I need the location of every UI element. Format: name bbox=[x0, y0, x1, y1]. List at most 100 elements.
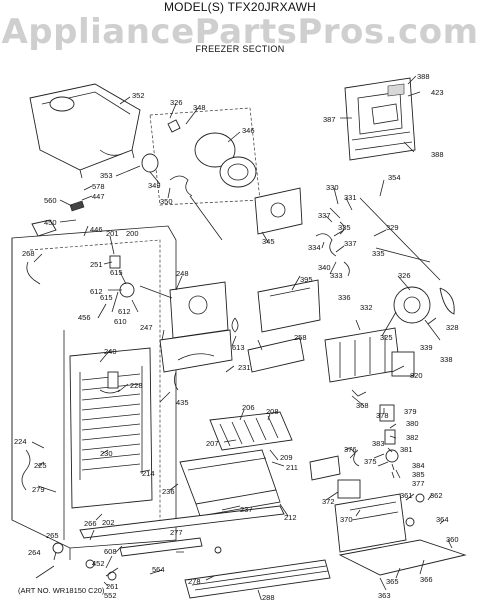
part-label: 236 bbox=[162, 487, 175, 496]
part-label: 214 bbox=[142, 469, 155, 478]
part-label: 360 bbox=[446, 535, 459, 544]
part-label: 266 bbox=[84, 519, 97, 528]
ice-bucket bbox=[29, 83, 141, 179]
part-label: 564 bbox=[152, 565, 165, 574]
part-label: 329 bbox=[386, 223, 399, 232]
part-label: 352 bbox=[132, 91, 145, 100]
part-label: 279 bbox=[32, 485, 45, 494]
part-label: 370 bbox=[340, 515, 353, 524]
part-label: 326 bbox=[398, 271, 411, 280]
part-label: 379 bbox=[404, 407, 417, 416]
part-label: 339 bbox=[420, 343, 433, 352]
part-label: 331 bbox=[344, 193, 357, 202]
auger-motor-assembly bbox=[141, 107, 261, 241]
part-label: 388 bbox=[431, 150, 444, 159]
part-label: 450 bbox=[44, 218, 57, 227]
control-board bbox=[254, 187, 441, 281]
part-label: 365 bbox=[386, 577, 399, 586]
part-label: 258 bbox=[294, 333, 307, 342]
part-label: 237 bbox=[240, 505, 253, 514]
part-label: 268 bbox=[22, 249, 35, 258]
freezer-cabinet-outline bbox=[11, 225, 177, 560]
part-label: 615 bbox=[100, 293, 113, 302]
part-label: 361 bbox=[400, 491, 413, 500]
part-label: 377 bbox=[412, 479, 425, 488]
part-label: 338 bbox=[440, 355, 453, 364]
part-label: 336 bbox=[338, 293, 351, 302]
part-label: 337 bbox=[344, 239, 357, 248]
evaporator-cover bbox=[247, 279, 321, 373]
part-label: 224 bbox=[14, 437, 27, 446]
part-label: 333 bbox=[330, 271, 343, 280]
part-label: 382 bbox=[406, 433, 419, 442]
site-watermark: AppliancePartsPros.com bbox=[1, 12, 479, 52]
part-label: 363 bbox=[378, 591, 391, 600]
fan-motor-assembly bbox=[393, 286, 455, 341]
part-label: 349 bbox=[148, 181, 161, 190]
part-label: 348 bbox=[193, 103, 206, 112]
bottom-rails bbox=[52, 505, 331, 599]
part-label: 395 bbox=[300, 275, 313, 284]
ice-maker bbox=[324, 327, 415, 397]
part-label: 446 bbox=[90, 225, 103, 234]
part-label: 330 bbox=[326, 183, 339, 192]
part-label: 447 bbox=[92, 192, 105, 201]
part-label: 610 bbox=[114, 317, 127, 326]
part-label: 240 bbox=[104, 347, 117, 356]
left-small-parts bbox=[26, 200, 135, 313]
part-label: 608 bbox=[104, 547, 117, 556]
part-label: 350 bbox=[160, 197, 173, 206]
part-label: 325 bbox=[380, 333, 393, 342]
damper-fan-assembly bbox=[139, 281, 239, 391]
dispenser-housing bbox=[344, 77, 416, 161]
part-label: 208 bbox=[266, 407, 279, 416]
part-label: 552 bbox=[104, 591, 117, 600]
part-label: 380 bbox=[406, 419, 419, 428]
part-label: 372 bbox=[322, 497, 335, 506]
part-label: 231 bbox=[238, 363, 251, 372]
part-label: 384 bbox=[412, 461, 425, 470]
part-label: 615 bbox=[110, 268, 123, 277]
part-label: 251 bbox=[90, 260, 103, 269]
part-label: 264 bbox=[28, 548, 41, 557]
part-label: 353 bbox=[100, 171, 113, 180]
part-label: 212 bbox=[284, 513, 297, 522]
lower-control-box bbox=[334, 479, 467, 576]
model-title: MODEL(S) TFX20JRXAWH bbox=[163, 0, 317, 14]
evaporator-back-panel bbox=[21, 347, 153, 509]
part-number-labels: 352 326 348 346 388 423 387 388 578 447 … bbox=[14, 72, 459, 600]
section-title: FREEZER SECTION bbox=[195, 44, 285, 54]
freezer-basket bbox=[179, 449, 281, 517]
part-label: 346 bbox=[242, 126, 255, 135]
part-label: 612 bbox=[90, 287, 103, 296]
part-label: 378 bbox=[376, 411, 389, 420]
part-label: 248 bbox=[176, 269, 189, 278]
part-label: 278 bbox=[188, 577, 201, 586]
part-label: 288 bbox=[262, 593, 275, 600]
part-label: 230 bbox=[100, 449, 113, 458]
part-label: 201 bbox=[106, 229, 119, 238]
part-label: 613 bbox=[232, 343, 245, 352]
part-label: 340 bbox=[318, 263, 331, 272]
part-label: 383 bbox=[372, 439, 385, 448]
switch-group bbox=[309, 404, 399, 481]
part-label: 376 bbox=[344, 445, 357, 454]
part-label: 209 bbox=[280, 453, 293, 462]
part-label: 265 bbox=[46, 531, 59, 540]
part-label: 452 bbox=[92, 559, 105, 568]
part-label: 375 bbox=[364, 457, 377, 466]
part-label: 435 bbox=[176, 398, 189, 407]
part-label: 612 bbox=[118, 307, 131, 316]
part-label: 354 bbox=[388, 173, 401, 182]
part-label: 334 bbox=[308, 243, 321, 252]
part-label: 332 bbox=[360, 303, 373, 312]
part-label: 560 bbox=[44, 196, 57, 205]
part-label: 326 bbox=[170, 98, 183, 107]
part-label: 820 bbox=[410, 371, 423, 380]
part-label: 202 bbox=[102, 518, 115, 527]
part-label: 385 bbox=[412, 470, 425, 479]
part-label: 328 bbox=[446, 323, 459, 332]
part-label: 381 bbox=[400, 445, 413, 454]
part-label: 207 bbox=[206, 439, 219, 448]
